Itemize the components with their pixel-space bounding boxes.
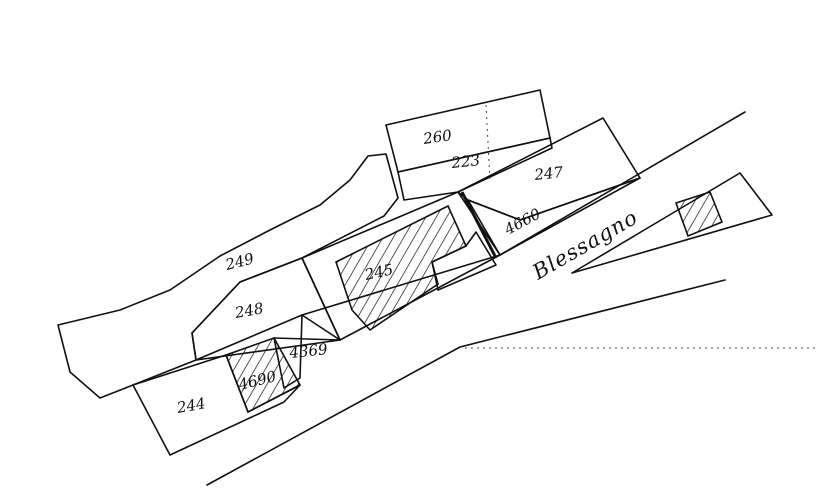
right-parcel-building — [674, 191, 724, 238]
parcel-245-building — [335, 204, 468, 332]
parcel-245-annex — [431, 231, 497, 291]
road-label: Blessagno — [528, 205, 642, 285]
parcel-label-247: 247 — [533, 163, 565, 184]
parcel-248-boundary — [191, 257, 341, 361]
parcel-4660-boundary — [467, 177, 641, 256]
parcel-label-260: 260 — [421, 126, 453, 148]
parcel-label-248: 248 — [233, 299, 265, 322]
parcel-label-244: 244 — [175, 394, 207, 417]
road-edge-upper — [195, 111, 746, 361]
parcel-label-245: 245 — [362, 260, 395, 284]
road-edge-lower — [206, 279, 726, 486]
parcel-label-223: 223 — [450, 151, 481, 172]
parcel-245-thick-edge — [460, 191, 498, 259]
parcel-260-divider — [485, 104, 491, 181]
parcel-label-4369: 4369 — [288, 340, 329, 362]
right-parcel-boundary — [571, 172, 773, 274]
parcel-244-boundary — [132, 354, 301, 456]
parcel-223-boundary — [397, 137, 553, 201]
parcel-label-249: 249 — [223, 249, 257, 274]
